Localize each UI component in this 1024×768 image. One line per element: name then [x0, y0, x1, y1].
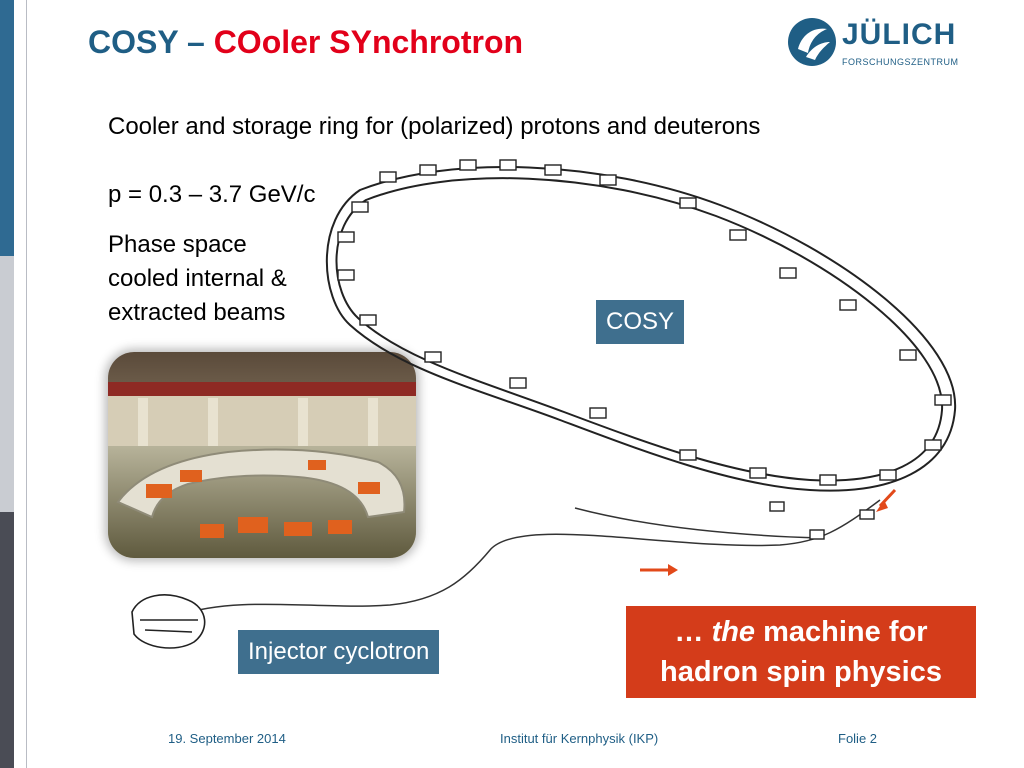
julich-logo-mark-icon: [788, 18, 836, 66]
ring-magnets: [337, 159, 952, 540]
callout-box: … the machine for hadron spin physics: [626, 606, 976, 698]
callout-line-2: hadron spin physics: [660, 656, 942, 688]
cosy-label: COSY: [596, 300, 685, 344]
cosy-ring: [325, 166, 957, 492]
title-prefix: COSY –: [88, 24, 214, 60]
beam-direction-arrows: [640, 488, 897, 576]
callout-emphasis: the: [711, 616, 756, 648]
injector-label: Injector cyclotron: [238, 630, 440, 674]
hall-photo-illustration: [108, 352, 416, 558]
callout-line1-rest: machine for: [755, 616, 928, 648]
sidebar-segment-blue: [0, 0, 14, 256]
logo-subtitle: FORSCHUNGSZENTRUM: [842, 57, 959, 67]
accelerator-hall-photo: [108, 352, 416, 558]
sidebar-divider-line: [26, 0, 27, 768]
injector-cyclotron-shape: [131, 594, 206, 649]
callout-prefix: …: [674, 616, 712, 648]
accelerator-layout-diagram: [131, 159, 957, 649]
slide-title: COSY – COoler SYnchrotron: [88, 24, 523, 61]
sidebar-segment-light: [0, 256, 14, 512]
injection-beamline: [179, 499, 881, 616]
left-color-bar: [0, 0, 28, 768]
body-line-description: Cooler and storage ring for (polarized) …: [108, 113, 761, 140]
body-line-momentum: p = 0.3 – 3.7 GeV/c: [108, 181, 316, 208]
sidebar-segment-dark: [0, 512, 14, 768]
body-line-extracted: extracted beams: [108, 299, 286, 326]
logo-wordmark: JÜLICH: [842, 18, 957, 51]
footer-slide-number: Folie 2: [838, 731, 878, 746]
body-line-cooled: cooled internal &: [108, 265, 287, 292]
julich-logo: JÜLICH FORSCHUNGSZENTRUM: [786, 14, 959, 74]
footer-date: 19. September 2014: [168, 731, 286, 746]
body-line-phase-space: Phase space: [108, 231, 247, 258]
callout-line-1: … the machine for: [626, 612, 976, 652]
title-highlight: COoler SYnchrotron: [213, 24, 524, 60]
footer-institute: Institut für Kernphysik (IKP): [500, 731, 659, 746]
